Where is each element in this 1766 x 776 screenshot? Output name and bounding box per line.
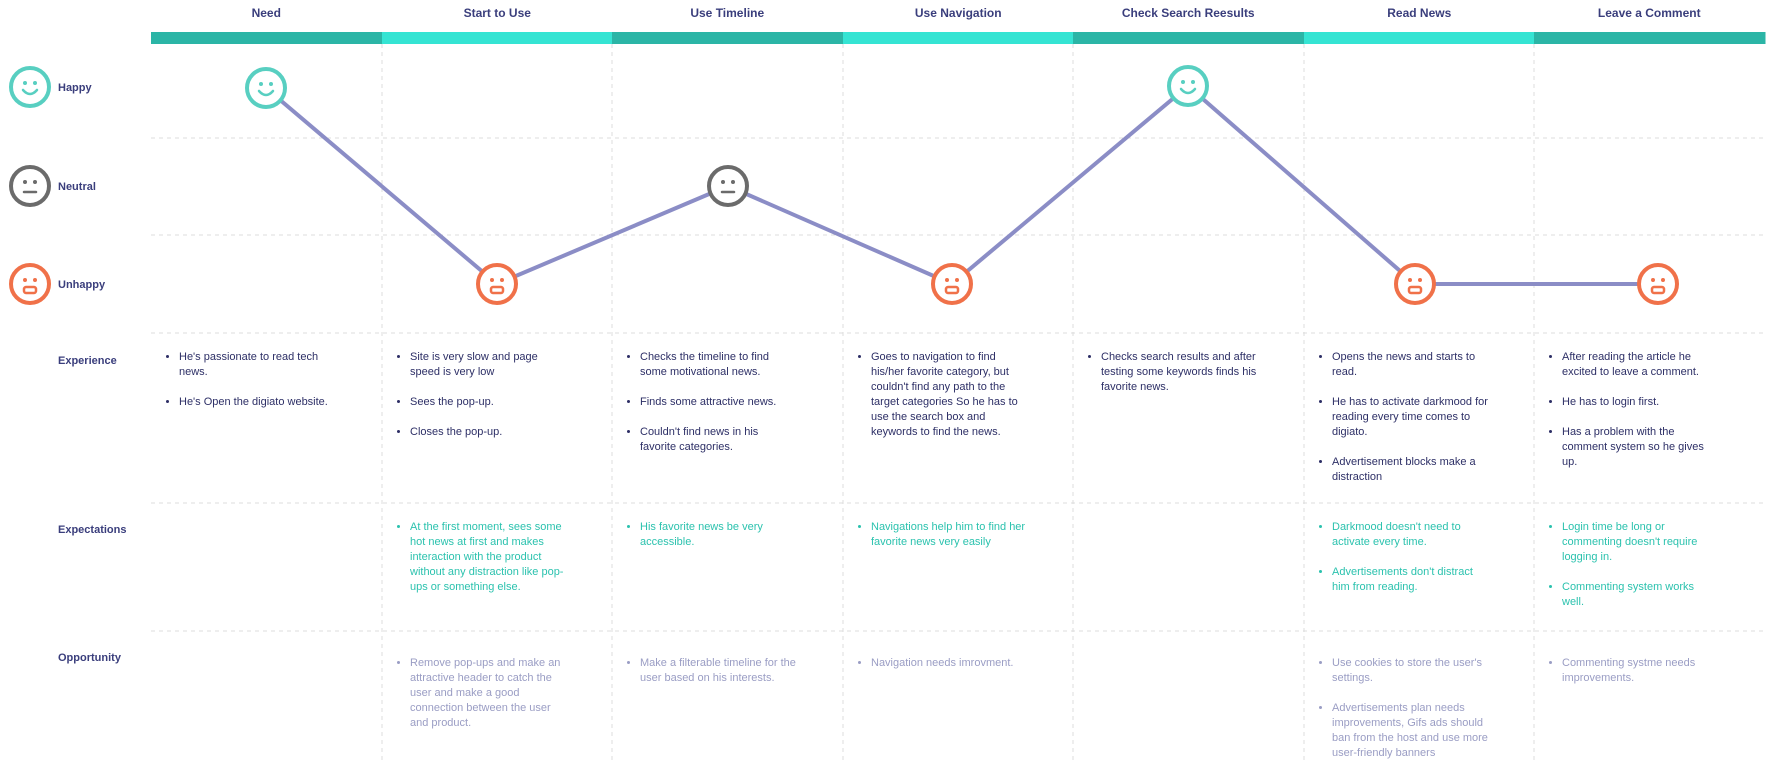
- opportunity-list: Remove pop-ups and make an attractive he…: [394, 656, 566, 731]
- expectations-item: Navigations help him to find her favorit…: [871, 520, 1027, 550]
- experience-cell: Site is very slow and page speed is very…: [394, 350, 566, 455]
- experience-item: After reading the article he excited to …: [1562, 350, 1718, 380]
- experience-list: Goes to navigation to find his/her favor…: [855, 350, 1027, 440]
- stage-header: Check Search Reesults: [1121, 6, 1255, 20]
- experience-cell: Checks search results and after testing …: [1085, 350, 1257, 410]
- stage-header: Use Navigation: [914, 6, 1002, 20]
- opportunity-cell: Navigation needs imrovment.: [855, 656, 1027, 686]
- experience-item: Has a problem with the comment system so…: [1562, 425, 1718, 470]
- opportunity-row-label: Opportunity: [58, 652, 121, 664]
- experience-list: Checks the timeline to find some motivat…: [624, 350, 796, 455]
- expectations-item: His favorite news be very accessible.: [640, 520, 796, 550]
- unhappy-face-icon: [476, 263, 518, 305]
- experience-item: Advertisement blocks make a distraction: [1332, 455, 1488, 485]
- opportunity-item: Use cookies to store the user's settings…: [1332, 656, 1488, 686]
- stage-header: Start to Use: [463, 6, 531, 20]
- expectations-list: Navigations help him to find her favorit…: [855, 520, 1027, 550]
- stage-bar: [1534, 32, 1766, 44]
- opportunity-list: Commenting systme needs improvements.: [1546, 656, 1718, 686]
- stage-bar: [151, 32, 383, 44]
- experience-item: Sees the pop-up.: [410, 395, 566, 410]
- experience-list: Opens the news and starts to read. He has…: [1316, 350, 1488, 485]
- experience-item: Closes the pop-up.: [410, 425, 566, 440]
- happy-face-icon: [1167, 65, 1209, 107]
- experience-row-label: Experience: [58, 355, 117, 367]
- experience-list: Checks search results and after testing …: [1085, 350, 1257, 395]
- expectations-item: At the first moment, sees some hot news …: [410, 520, 566, 595]
- experience-item: He's Open the digiato website.: [179, 395, 335, 410]
- opportunity-list: Navigation needs imrovment.: [855, 656, 1027, 671]
- unhappy-face-icon: [1637, 263, 1679, 305]
- experience-cell: He's passionate to read tech news. He's O…: [163, 350, 335, 425]
- opportunity-cell: Commenting systme needs improvements.: [1546, 656, 1718, 701]
- expectations-list: Darkmood doesn't need to activate every …: [1316, 520, 1488, 595]
- opportunity-list: Use cookies to store the user's settings…: [1316, 656, 1488, 761]
- expectations-cell: His favorite news be very accessible.: [624, 520, 796, 565]
- opportunity-item: Navigation needs imrovment.: [871, 656, 1027, 671]
- stage-bar: [843, 32, 1075, 44]
- expectations-cell: At the first moment, sees some hot news …: [394, 520, 566, 610]
- unhappy-legend-icon: [9, 263, 51, 305]
- experience-cell: Goes to navigation to find his/her favor…: [855, 350, 1027, 455]
- experience-item: Checks the timeline to find some motivat…: [640, 350, 796, 380]
- expectations-cell: Navigations help him to find her favorit…: [855, 520, 1027, 565]
- neutral-legend-icon: [9, 165, 51, 207]
- opportunity-cell: Make a filterable timeline for the user …: [624, 656, 796, 701]
- unhappy-face-icon: [1394, 263, 1436, 305]
- expectations-item: Advertisements don't distract him from r…: [1332, 565, 1488, 595]
- expectations-row-label: Expectations: [58, 524, 127, 536]
- happy-legend-label: Happy: [58, 82, 93, 94]
- unhappy-legend-label: Unhappy: [58, 279, 106, 291]
- neutral-face-icon: [707, 165, 749, 207]
- stage-header: Use Timeline: [690, 6, 765, 20]
- expectations-list: At the first moment, sees some hot news …: [394, 520, 566, 595]
- expectations-cell: Login time be long or commenting doesn't…: [1546, 520, 1718, 625]
- opportunity-item: Remove pop-ups and make an attractive he…: [410, 656, 566, 731]
- happy-face-icon: [245, 67, 287, 109]
- experience-item: Couldn't find news in his favorite categ…: [640, 425, 796, 455]
- stage-bar: [1304, 32, 1536, 44]
- happy-legend-icon: [9, 66, 51, 108]
- expectations-item: Darkmood doesn't need to activate every …: [1332, 520, 1488, 550]
- experience-item: Checks search results and after testing …: [1101, 350, 1257, 395]
- experience-item: He's passionate to read tech news.: [179, 350, 335, 380]
- experience-item: Site is very slow and page speed is very…: [410, 350, 566, 380]
- experience-item: He has to login first.: [1562, 395, 1718, 410]
- experience-cell: After reading the article he excited to …: [1546, 350, 1718, 485]
- experience-item: He has to activate darkmood for reading …: [1332, 395, 1488, 440]
- neutral-legend-label: Neutral: [58, 181, 96, 193]
- opportunity-item: Commenting systme needs improvements.: [1562, 656, 1718, 686]
- opportunity-item: Advertisements plan needs improvements, …: [1332, 701, 1488, 761]
- expectations-item: Commenting system works well.: [1562, 580, 1718, 610]
- stage-header: Need: [251, 6, 281, 20]
- stage-bar: [1073, 32, 1305, 44]
- stage-bar: [382, 32, 614, 44]
- opportunity-cell: Use cookies to store the user's settings…: [1316, 656, 1488, 776]
- experience-list: After reading the article he excited to …: [1546, 350, 1718, 470]
- stage-header: Read News: [1387, 6, 1452, 20]
- experience-cell: Checks the timeline to find some motivat…: [624, 350, 796, 470]
- opportunity-item: Make a filterable timeline for the user …: [640, 656, 796, 686]
- stage-header: Leave a Comment: [1597, 6, 1701, 20]
- expectations-list: Login time be long or commenting doesn't…: [1546, 520, 1718, 610]
- experience-list: He's passionate to read tech news. He's O…: [163, 350, 335, 410]
- experience-item: Opens the news and starts to read.: [1332, 350, 1488, 380]
- opportunity-list: Make a filterable timeline for the user …: [624, 656, 796, 686]
- stage-bar: [612, 32, 844, 44]
- experience-cell: Opens the news and starts to read. He has…: [1316, 350, 1488, 500]
- unhappy-face-icon: [931, 263, 973, 305]
- experience-item: Goes to navigation to find his/her favor…: [871, 350, 1027, 440]
- expectations-item: Login time be long or commenting doesn't…: [1562, 520, 1718, 565]
- emotion-line: [264, 84, 1658, 286]
- opportunity-cell: Remove pop-ups and make an attractive he…: [394, 656, 566, 746]
- experience-item: Finds some attractive news.: [640, 395, 796, 410]
- expectations-list: His favorite news be very accessible.: [624, 520, 796, 550]
- experience-list: Site is very slow and page speed is very…: [394, 350, 566, 440]
- expectations-cell: Darkmood doesn't need to activate every …: [1316, 520, 1488, 610]
